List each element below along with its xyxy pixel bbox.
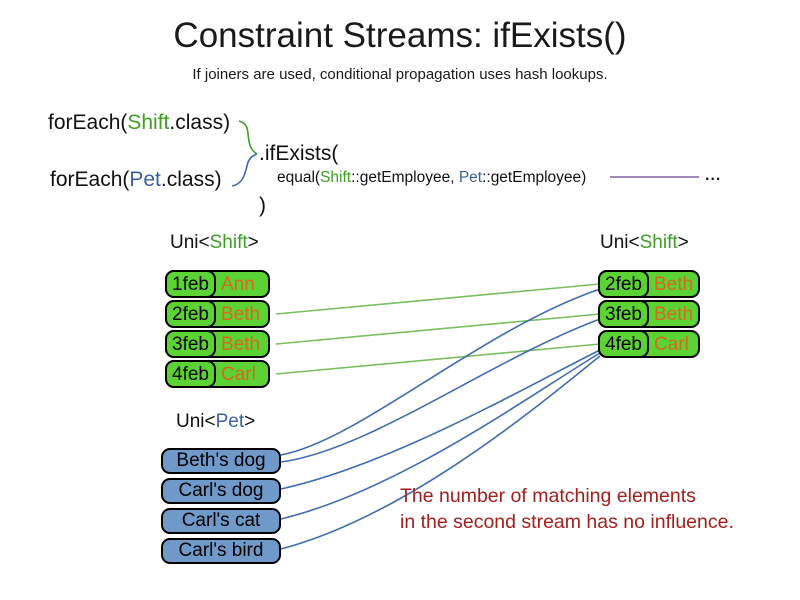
lookup-carlsdog-4feb	[280, 349, 601, 490]
lookup-carlsbird-4feb	[280, 355, 601, 550]
shift-employee: Carl	[220, 363, 256, 385]
header-type-shift: Shift	[639, 232, 678, 253]
right-shift-table: 2feb Beth 3feb Beth 4feb Carl	[598, 270, 700, 360]
pet-row-beths-dog: Beth's dog	[161, 448, 281, 474]
code-text: ::getEmployee)	[482, 169, 587, 186]
pet-table-header: Uni<Pet>	[176, 411, 255, 433]
shift-row-3feb-beth: 3feb Beth	[165, 330, 270, 358]
shift-date: 3feb	[165, 330, 216, 358]
note-line-1: The number of matching elements	[400, 485, 696, 507]
left-shift-table-header: Uni<Shift>	[170, 232, 259, 254]
shift-employee: Beth	[653, 273, 694, 295]
shift-row-2feb-beth: 2feb Beth	[598, 270, 700, 298]
shift-employee: Beth	[220, 333, 261, 355]
header-text: Uni<	[170, 232, 210, 253]
code-text: ::getEmployee,	[351, 169, 459, 186]
code-ellipsis: ...	[705, 167, 722, 184]
code-shift-ref: Shift	[320, 169, 352, 186]
shift-row-3feb-beth: 3feb Beth	[598, 300, 700, 328]
shift-employee: Beth	[220, 303, 261, 325]
code-shift-class: Shift	[127, 111, 170, 134]
shift-row-1feb-ann: 1feb Ann	[165, 270, 270, 298]
code-equal-joiner: equal(Shift::getEmployee, Pet::getEmploy…	[277, 169, 586, 187]
pet-row-carls-bird: Carl's bird	[161, 538, 281, 564]
shift-employee: Ann	[220, 273, 255, 295]
page-title: Constraint Streams: ifExists()	[173, 16, 627, 55]
note-text: The number of matching elements in the s…	[400, 483, 734, 535]
code-foreach-pet: forEach(Pet.class)	[50, 168, 222, 192]
lookup-bethsdog-2feb	[280, 288, 601, 456]
shift-row-4feb-carl: 4feb Carl	[598, 330, 700, 358]
shift-row-4feb-carl: 4feb Carl	[165, 360, 270, 388]
brace-shift-curve	[238, 120, 258, 155]
shift-employee: Carl	[653, 333, 689, 355]
lookup-bethsdog-3feb	[280, 318, 601, 463]
match-line-3feb	[275, 313, 601, 345]
code-text: equal(	[277, 169, 321, 186]
header-text: >	[247, 232, 259, 253]
match-line-4feb	[275, 343, 601, 375]
header-type-shift: Shift	[209, 232, 248, 253]
pet-table: Beth's dog Carl's dog Carl's cat Carl's …	[161, 448, 281, 568]
brace-pet-curve	[231, 153, 258, 187]
code-close-paren: )	[259, 194, 266, 217]
code-text: forEach(	[50, 168, 130, 191]
header-text: Uni<	[176, 411, 216, 432]
header-text: Uni<	[600, 232, 640, 253]
code-text: forEach(	[48, 111, 128, 134]
left-shift-table: 1feb Ann 2feb Beth 3feb Beth 4feb Carl	[165, 270, 270, 390]
header-type-pet: Pet	[215, 411, 245, 432]
shift-row-2feb-beth: 2feb Beth	[165, 300, 270, 328]
shift-date: 2feb	[165, 300, 216, 328]
pet-row-carls-dog: Carl's dog	[161, 478, 281, 504]
code-pet-ref: Pet	[458, 169, 483, 186]
page-subtitle: If joiners are used, conditional propaga…	[192, 66, 608, 83]
header-text: >	[677, 232, 689, 253]
code-text: .class)	[160, 168, 222, 191]
code-ifexists: .ifExists(	[259, 142, 339, 165]
pet-row-carls-cat: Carl's cat	[161, 508, 281, 534]
note-line-2: in the second stream has no influence.	[400, 511, 734, 533]
lookup-carlscat-4feb	[280, 352, 601, 520]
code-text: .class)	[169, 111, 231, 134]
right-shift-table-header: Uni<Shift>	[600, 232, 689, 254]
code-pet-class: Pet	[129, 168, 161, 191]
code-foreach-shift: forEach(Shift.class)	[48, 111, 230, 135]
shift-date: 3feb	[598, 300, 649, 328]
shift-employee: Beth	[653, 303, 694, 325]
shift-date: 4feb	[598, 330, 649, 358]
match-line-2feb	[275, 283, 601, 315]
shift-date: 2feb	[598, 270, 649, 298]
header-text: >	[244, 411, 256, 432]
shift-date: 1feb	[165, 270, 216, 298]
shift-date: 4feb	[165, 360, 216, 388]
